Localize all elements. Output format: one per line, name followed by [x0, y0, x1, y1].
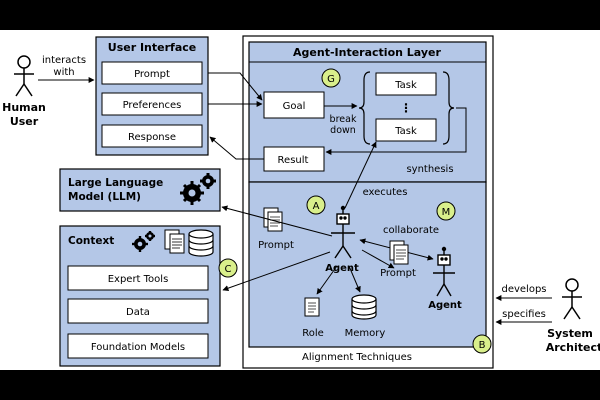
context-expert-tools-label: Expert Tools — [108, 274, 169, 285]
llm-label-2: Model (LLM) — [68, 191, 141, 203]
result-label: Result — [278, 155, 309, 166]
badge-b-label: B — [479, 340, 486, 351]
badge-c — [218, 258, 238, 278]
database-icon — [188, 229, 214, 257]
role-document-icon — [304, 297, 320, 317]
ui-preferences-box[interactable] — [101, 92, 203, 116]
documents-icon — [164, 229, 185, 254]
break-down-label-2: down — [330, 125, 356, 136]
agent-to-context-arrow — [222, 251, 331, 292]
agent-to-role-arrow — [316, 265, 338, 295]
human-user-icon — [14, 55, 34, 97]
task-label-1: Task — [394, 80, 417, 91]
memory-database-icon — [351, 294, 377, 320]
collaborate-label: collaborate — [383, 225, 439, 236]
human-user-label: Human — [2, 101, 46, 114]
user-interface-title: User Interface — [108, 41, 196, 54]
llm-label: Large Language — [68, 177, 163, 189]
gears-icon — [180, 173, 216, 205]
agent-label-1: Agent — [325, 263, 359, 274]
task-box-1[interactable] — [375, 72, 437, 96]
badge-b — [472, 334, 492, 354]
prompt-label-2: Prompt — [380, 268, 416, 279]
system-architect-label-2: Architect — [546, 341, 600, 354]
alignment-techniques-label: Alignment Techniques — [302, 352, 412, 363]
ui-response-label: Response — [128, 132, 176, 143]
system-architect-icon — [562, 278, 582, 320]
interacts-with-label-2: with — [53, 67, 74, 78]
prompt-label-1: Prompt — [258, 240, 294, 251]
agent-2-icon — [433, 246, 455, 297]
role-label: Role — [302, 328, 324, 339]
left-brace — [358, 71, 371, 145]
prompt-to-agent2-arrow — [361, 249, 395, 269]
human-user-label-2: User — [10, 115, 39, 128]
memory-label: Memory — [345, 328, 386, 339]
badge-m — [436, 201, 456, 221]
specifies-label: specifies — [502, 309, 546, 320]
result-to-response-arrow — [209, 136, 264, 160]
badge-g-label: G — [327, 74, 335, 85]
synthesis-arrow — [325, 107, 467, 155]
prompt-document-icon-2 — [389, 240, 409, 265]
ui-preferences-label: Preferences — [123, 100, 182, 111]
agent-1-icon — [331, 205, 355, 259]
result-box[interactable] — [263, 146, 325, 172]
context-foundation-models-label: Foundation Models — [91, 342, 185, 353]
goal-box[interactable] — [263, 91, 325, 119]
context-title: Context — [68, 235, 114, 247]
goal-label: Goal — [283, 101, 306, 112]
context-expert-tools-box[interactable] — [67, 265, 209, 291]
ui-prompt-box[interactable] — [101, 61, 203, 85]
context-data-box[interactable] — [67, 298, 209, 324]
prompt-to-goal-arrow — [208, 72, 263, 101]
prompt-document-icon — [263, 207, 283, 232]
executes-arrow — [344, 141, 377, 209]
context-foundation-models-box[interactable] — [67, 333, 209, 359]
agent-label-2: Agent — [428, 300, 462, 311]
synthesis-label: synthesis — [406, 164, 453, 175]
badge-g — [321, 68, 341, 88]
right-brace — [442, 71, 455, 145]
context-data-label: Data — [126, 307, 150, 318]
agent-layer-title: Agent-Interaction Layer — [293, 46, 441, 59]
task-label-2: Task — [394, 126, 417, 137]
badge-a — [306, 195, 326, 215]
context-gears-icon — [132, 231, 155, 252]
badge-c-label: C — [225, 264, 232, 275]
badge-m-label: M — [442, 207, 451, 218]
system-architect-label: System — [547, 327, 593, 340]
ui-response-box[interactable] — [101, 124, 203, 148]
executes-label: executes — [363, 187, 408, 198]
break-down-label: break — [330, 114, 357, 125]
agent-to-memory-arrow — [348, 265, 361, 293]
badge-a-label: A — [313, 201, 320, 212]
agent-to-llm-arrow — [221, 205, 333, 237]
task-ellipsis: ⋮ — [400, 101, 412, 115]
task-box-2[interactable] — [375, 118, 437, 142]
interacts-with-label: interacts — [42, 55, 86, 66]
ui-prompt-label: Prompt — [134, 69, 170, 80]
develops-label: develops — [501, 284, 546, 295]
